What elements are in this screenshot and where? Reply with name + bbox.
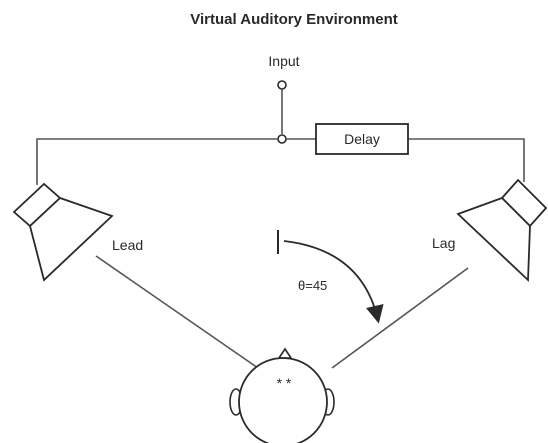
lag-label: Lag [432,235,455,251]
lead-label: Lead [112,237,143,253]
head-eye-marks: * * [277,375,292,391]
delay-box [315,123,409,155]
delay-label: Delay [344,131,380,147]
listener-head-icon [229,347,335,443]
lag-sound-path [331,267,469,369]
input-label: Input [268,53,299,69]
input-terminal [277,80,287,90]
angle-label: θ=45 [298,278,327,293]
lead-wire [36,138,278,185]
lead-speaker-icon [12,182,114,282]
lead-sound-path [95,255,259,369]
lag-speaker-icon [456,178,548,283]
diagram-title: Virtual Auditory Environment [190,11,398,28]
junction-node [277,134,287,144]
lag-wire [408,138,525,182]
angle-arc [283,240,384,324]
